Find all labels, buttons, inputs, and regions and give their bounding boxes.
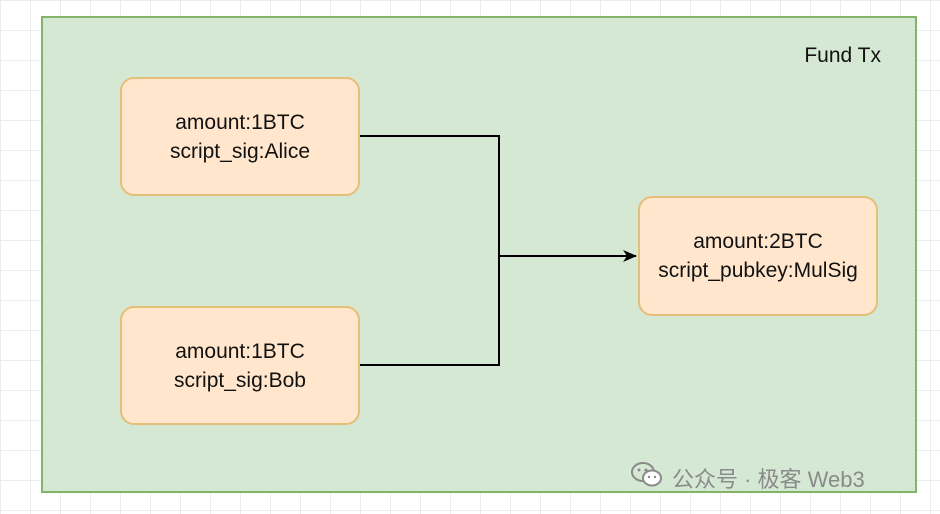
alice-input-node: amount:1BTC script_sig:Alice xyxy=(120,77,360,196)
output-script-label: script_pubkey:MulSig xyxy=(658,259,858,282)
multisig-output-node: amount:2BTC script_pubkey:MulSig xyxy=(638,196,878,316)
alice-amount-label: amount:1BTC xyxy=(175,110,305,134)
edge-bob-to-multisig xyxy=(360,256,500,366)
alice-script-label: script_sig:Alice xyxy=(169,139,311,163)
container-title: Fund Tx xyxy=(804,44,881,67)
edge-alice-to-multisig xyxy=(360,135,637,262)
bob-amount-label: amount:1BTC xyxy=(175,339,305,363)
bob-script-label: script_sig:Bob xyxy=(174,368,306,392)
wechat-icon xyxy=(630,460,664,496)
output-amount-label: amount:2BTC xyxy=(693,230,823,253)
bob-input-node: amount:1BTC script_sig:Bob xyxy=(120,306,360,425)
watermark: 公众号 · 极客 Web3 xyxy=(630,460,865,496)
watermark-text: 公众号 · 极客 Web3 xyxy=(672,467,865,492)
